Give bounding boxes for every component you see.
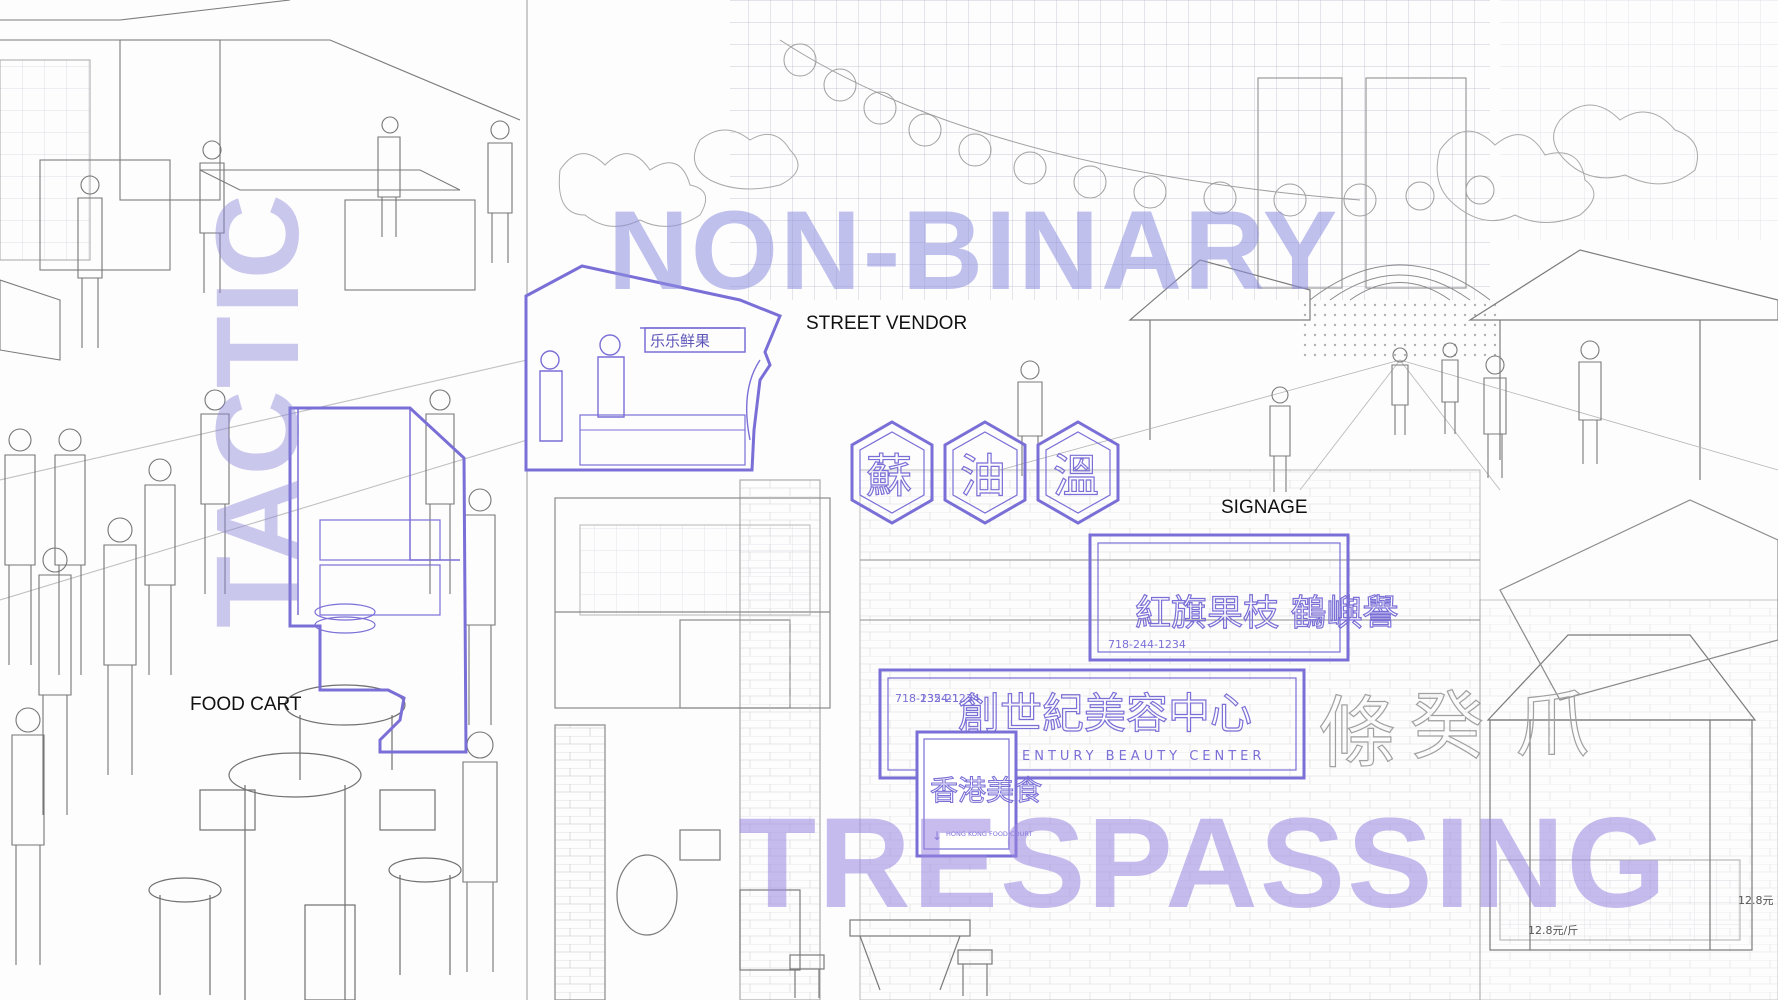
svg-text:油: 油	[960, 449, 1006, 503]
century-sign-phone-secondary: 135-21	[920, 692, 959, 705]
svg-text:爪: 爪	[1515, 682, 1589, 768]
hexagon-signs	[850, 420, 1120, 525]
faded-facade-characters: 條 癸 爪	[1317, 681, 1589, 779]
tower-facade-grid	[730, 0, 1490, 300]
hall-tables	[148, 684, 462, 1000]
lantern-string	[779, 39, 1495, 217]
food-court-sign-characters: 香港美食	[930, 774, 1042, 807]
label-street-vendor: STREET VENDOR	[806, 313, 968, 334]
crowd-figures	[1017, 340, 1602, 492]
fruit-banner-text: 乐乐鲜果	[650, 332, 710, 350]
market-tent	[1128, 249, 1778, 480]
food-court-sign-outline	[915, 730, 1018, 858]
distant-arcade	[1300, 264, 1500, 360]
fruit-pavilion	[1486, 634, 1757, 951]
tower-block	[1365, 77, 1467, 289]
price-tag: 12.8元/斤	[1528, 924, 1578, 937]
label-food-cart: FOOD CART	[190, 694, 302, 715]
svg-text:條: 條	[1318, 689, 1396, 779]
street-perspective	[999, 359, 1778, 491]
tower-facade-grid	[1500, 0, 1778, 240]
svg-text:蘇: 蘇	[866, 449, 912, 503]
tilted-billboard	[1499, 499, 1778, 701]
tree-canopy	[558, 104, 1698, 227]
century-sign-phone: 718-2324-1234	[895, 692, 980, 705]
red-flag-sign-characters: 紅旗果枝 鶴嶼譽	[1135, 593, 1398, 634]
red-flag-sign-phone: 718-244-1234	[1108, 638, 1186, 651]
svg-text:溫: 溫	[1053, 449, 1099, 503]
red-flag-sign-outline	[1088, 533, 1350, 662]
svg-text:癸: 癸	[1410, 684, 1484, 770]
street-vendor-outline	[524, 264, 782, 472]
century-sign-outline	[878, 668, 1306, 780]
food-court-sign-english: HONG KONG FOOD COURT	[946, 830, 1032, 838]
storefront-building	[554, 479, 831, 1000]
market-hall	[0, 0, 528, 601]
century-sign-characters: 創世紀美容中心	[958, 689, 1252, 738]
century-sign-subtitle: NEW CENTURY BEAUTY CENTER	[958, 749, 1265, 764]
street-table-stools	[616, 829, 993, 998]
tower-block	[1257, 77, 1343, 289]
food-court-arrow-icon: ↓	[932, 829, 942, 843]
food-cart-outline	[288, 406, 468, 754]
hexagon-sign-glyphs: 蘇 油 溫	[865, 448, 1099, 503]
price-tag: 12.8元	[1738, 894, 1774, 907]
label-signage: SIGNAGE	[1221, 497, 1308, 518]
